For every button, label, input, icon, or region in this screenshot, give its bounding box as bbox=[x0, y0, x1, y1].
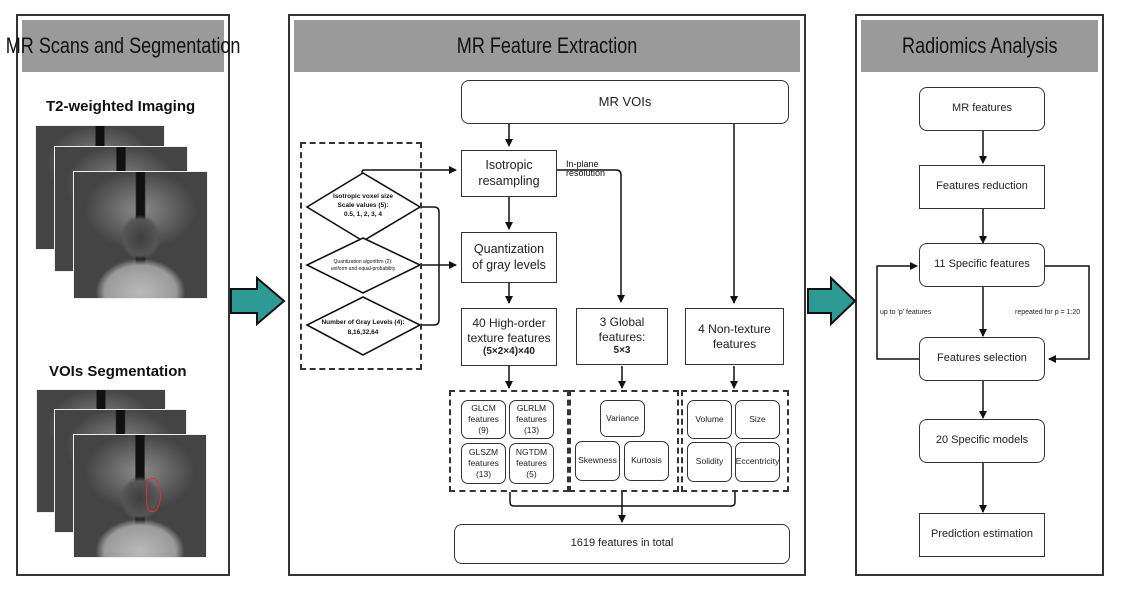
param-quant-algo-label: Quantization algorithm (2): uniform and … bbox=[330, 259, 396, 272]
analysis-step: MR features bbox=[919, 87, 1045, 131]
param-gray-levels-label: Number of Gray Levels (4): 8,16,32,64 bbox=[321, 319, 405, 336]
nontexture-item: Volume bbox=[687, 400, 732, 439]
parameters-group bbox=[300, 142, 422, 370]
flow-arrow-icon bbox=[230, 275, 286, 327]
global-items-group bbox=[569, 390, 679, 492]
flow-arrow-icon bbox=[807, 275, 857, 327]
total-features-box: 1619 features in total bbox=[454, 524, 790, 564]
texture-item: GLCM features (9) bbox=[461, 400, 506, 439]
analysis-panel: Radiomics Analysis bbox=[855, 14, 1104, 576]
quantization-box: Quantization of gray levels bbox=[461, 232, 557, 283]
analysis-step: Features selection bbox=[919, 337, 1045, 381]
analysis-step: 20 Specific models bbox=[919, 419, 1045, 463]
global-item: Kurtosis bbox=[624, 441, 669, 481]
nontexture-item: Solidity bbox=[687, 442, 732, 482]
param-voxel-size-label: Isotropic voxel size Scale values (5): 0… bbox=[333, 193, 393, 218]
nontexture-item: Eccentricity bbox=[735, 442, 780, 482]
analysis-step: Prediction estimation bbox=[919, 513, 1045, 557]
param-diamond-gray-levels bbox=[305, 296, 422, 356]
isotropic-resampling-box: Isotropic resampling bbox=[461, 150, 557, 197]
mr-vois-box: MR VOIs bbox=[461, 80, 789, 124]
analysis-step: Features reduction bbox=[919, 165, 1045, 209]
param-diamond-quant-algo bbox=[305, 237, 422, 294]
global-features-box: 3 Global features: 5×3 bbox=[576, 308, 668, 365]
vois-segmentation-label: VOIs Segmentation bbox=[49, 363, 187, 380]
texture-item: GLSZM features (13) bbox=[461, 443, 506, 484]
nontexture-features-box: 4 Non-texture features bbox=[685, 308, 784, 365]
extraction-panel-header: MR Feature Extraction bbox=[294, 20, 800, 72]
scans-panel: MR Scans and Segmentation T2-weighted Im… bbox=[6, 14, 240, 576]
analysis-panel-title: Radiomics Analysis bbox=[901, 33, 1058, 58]
texture-item: GLRLM features (13) bbox=[509, 400, 554, 439]
texture-items-group bbox=[449, 390, 569, 492]
loop-right-label: repeated for p = 1:20 bbox=[1015, 309, 1081, 316]
segmentation-contour bbox=[146, 478, 161, 512]
extraction-panel-title: MR Feature Extraction bbox=[456, 33, 638, 58]
analysis-panel-header: Radiomics Analysis bbox=[861, 20, 1098, 72]
scans-panel-header: MR Scans and Segmentation bbox=[6, 20, 240, 72]
texture-features-box: 40 High-order texture features (5×2×4)×4… bbox=[461, 308, 557, 366]
analysis-step: 11 Specific features bbox=[919, 243, 1045, 287]
voi-scan-slice-3 bbox=[73, 434, 207, 558]
t2-scan-slice-3 bbox=[73, 171, 208, 299]
scans-panel-title: MR Scans and Segmentation bbox=[5, 33, 241, 58]
in-plane-resolution-label: In-plane resolution bbox=[566, 159, 606, 178]
texture-item: NGTDM features (5) bbox=[509, 443, 554, 484]
global-item: Skewness bbox=[575, 441, 620, 481]
nontexture-item: Size bbox=[735, 400, 780, 439]
loop-left-label: up to 'p' features bbox=[880, 309, 932, 316]
global-item: Variance bbox=[600, 400, 645, 437]
nontexture-items-group bbox=[681, 390, 789, 492]
t2-weighted-label: T2-weighted Imaging bbox=[46, 98, 196, 115]
